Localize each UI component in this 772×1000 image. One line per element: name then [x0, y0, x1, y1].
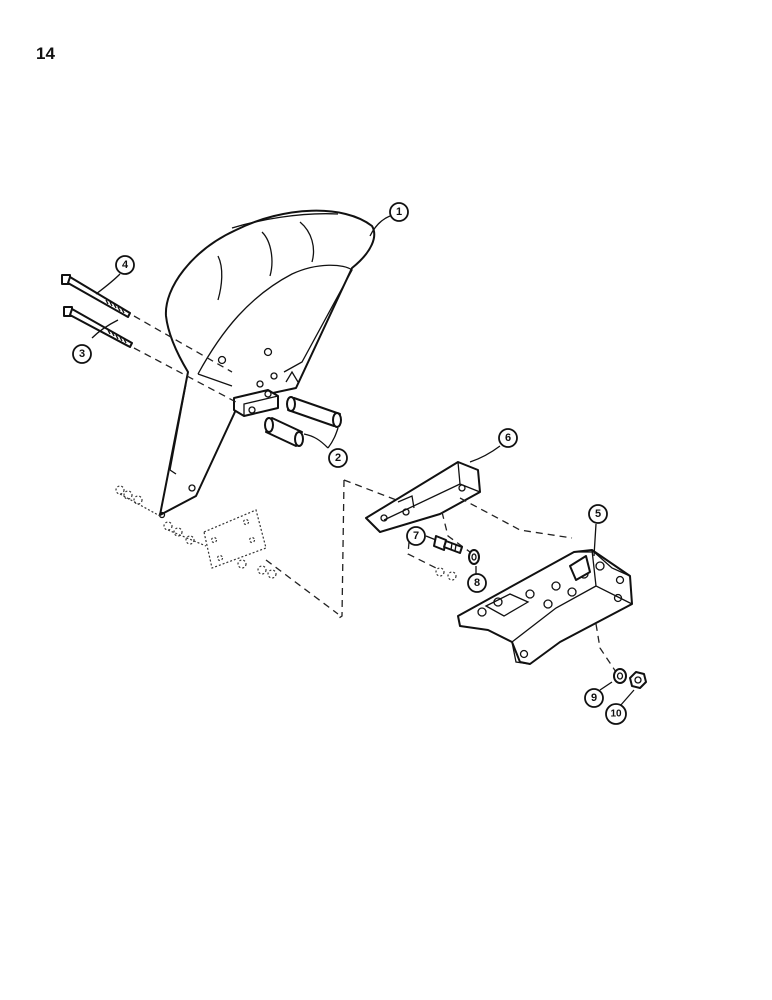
bolt-3: [63, 306, 133, 348]
bolt-4: [61, 274, 131, 318]
svg-text:2: 2: [335, 452, 341, 464]
svg-text:1: 1: [396, 206, 402, 218]
washer-8: [468, 549, 480, 565]
fender: [158, 209, 376, 519]
callout-9: 9: [584, 688, 604, 708]
callout-10: 10: [605, 703, 627, 725]
svg-text:5: 5: [595, 508, 601, 520]
svg-text:10: 10: [610, 709, 622, 720]
mounting-bracket: [457, 549, 633, 665]
spacer-upper: [286, 396, 342, 428]
callout-8: 8: [467, 573, 487, 593]
bolt-7: [433, 535, 463, 554]
callout-3: 3: [72, 344, 92, 364]
callout-2: 2: [328, 448, 348, 468]
callout-5: 5: [588, 504, 608, 524]
svg-text:7: 7: [413, 530, 419, 542]
spacer-lower: [264, 417, 304, 447]
callout-6: 6: [498, 428, 518, 448]
callout-4: 4: [115, 255, 135, 275]
svg-text:6: 6: [505, 432, 511, 444]
svg-text:8: 8: [474, 577, 480, 589]
page-number: 14: [36, 44, 55, 63]
svg-text:4: 4: [122, 259, 129, 271]
callout-7: 7: [406, 526, 426, 546]
lock-washer-9: [613, 668, 627, 684]
svg-text:9: 9: [591, 692, 597, 704]
nut-10: [629, 671, 647, 689]
support-arm: [365, 461, 481, 533]
svg-text:3: 3: [79, 348, 85, 360]
callout-1: 1: [389, 202, 409, 222]
hidden-backing-plate: [115, 485, 277, 579]
